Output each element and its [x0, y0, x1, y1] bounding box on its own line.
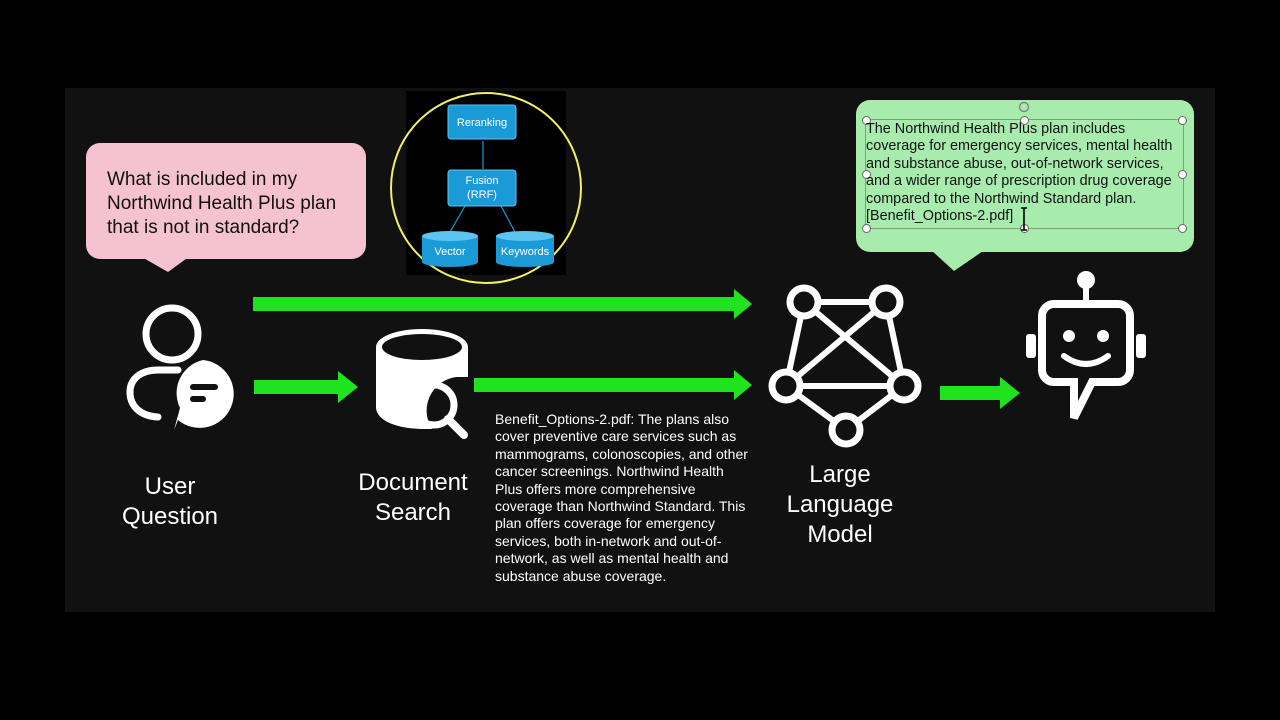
reranking-label: Reranking — [457, 117, 507, 129]
label-line: Search — [374, 499, 452, 526]
resize-handle[interactable] — [1020, 116, 1029, 125]
keywords-label: Keywords — [501, 246, 550, 258]
answer-line: compared to the Northwind Standard plan. — [866, 190, 1137, 207]
fusion-sub-label: (RRF) — [467, 189, 497, 201]
text-cursor-icon — [1021, 207, 1027, 231]
label-line: Language — [786, 491, 894, 518]
document-search-label: Document Search — [343, 468, 483, 528]
answer-line: and a wider range of prescription drug c… — [866, 173, 1172, 190]
rotate-handle-icon[interactable] — [1016, 100, 1032, 114]
question-line: that is not in standard? — [107, 217, 300, 238]
llm-network-icon — [768, 284, 922, 448]
answer-text: The Northwind Health Plus plan includes … — [866, 121, 1188, 225]
resize-handle[interactable] — [1178, 170, 1187, 179]
direct-arrow — [253, 289, 752, 319]
llm-label: Large Language Model — [770, 460, 910, 550]
resize-handle[interactable] — [862, 224, 871, 233]
label-line: Document — [358, 469, 468, 496]
answer-line: coverage for emergency services, mental … — [866, 138, 1173, 155]
fusion-label: Fusion — [465, 175, 498, 187]
resize-handle[interactable] — [862, 170, 871, 179]
label-line: Large — [809, 461, 871, 488]
user-question-label: User Question — [100, 472, 240, 532]
question-line: What is included in my — [107, 169, 298, 190]
answer-line: The Northwind Health Plus plan includes — [866, 121, 1126, 137]
label-line: User — [144, 473, 196, 500]
label-line: Model — [807, 521, 873, 548]
resize-handle[interactable] — [1178, 224, 1187, 233]
answer-line: and substance abuse, out-of-network serv… — [866, 155, 1164, 172]
resize-handle[interactable] — [862, 116, 871, 125]
answer-line: [Benefit_Options-2.pdf] — [866, 208, 1014, 225]
question-bubble-tail — [140, 256, 190, 272]
keywords-db-shape — [496, 231, 554, 267]
resize-handle[interactable] — [1178, 116, 1187, 125]
flow-connector — [449, 205, 466, 233]
user-to-search-arrow — [254, 371, 358, 403]
reranking-box — [447, 104, 517, 140]
highlight-circle — [390, 92, 582, 284]
search-to-llm-arrow — [474, 370, 752, 400]
document-search-icon — [376, 329, 468, 439]
question-bubble — [86, 143, 366, 259]
chatbot-icon — [1026, 271, 1146, 420]
question-text: What is included in my Northwind Health … — [107, 168, 367, 240]
question-line: Northwind Health Plus plan — [107, 193, 337, 214]
retrieval-flow-diagram: Reranking Fusion (RRF) Vector Keywords — [390, 92, 582, 284]
fusion-box — [447, 169, 517, 207]
user-question-icon — [126, 304, 234, 430]
llm-to-bot-arrow — [940, 377, 1020, 409]
answer-bubble-tail — [930, 249, 986, 271]
retrieved-snippet: Benefit_Options-2.pdf: The plans also co… — [495, 411, 748, 584]
label-line: Question — [121, 503, 219, 530]
flow-connector — [500, 205, 516, 233]
vector-db-shape — [422, 231, 478, 267]
vector-label: Vector — [434, 246, 466, 258]
